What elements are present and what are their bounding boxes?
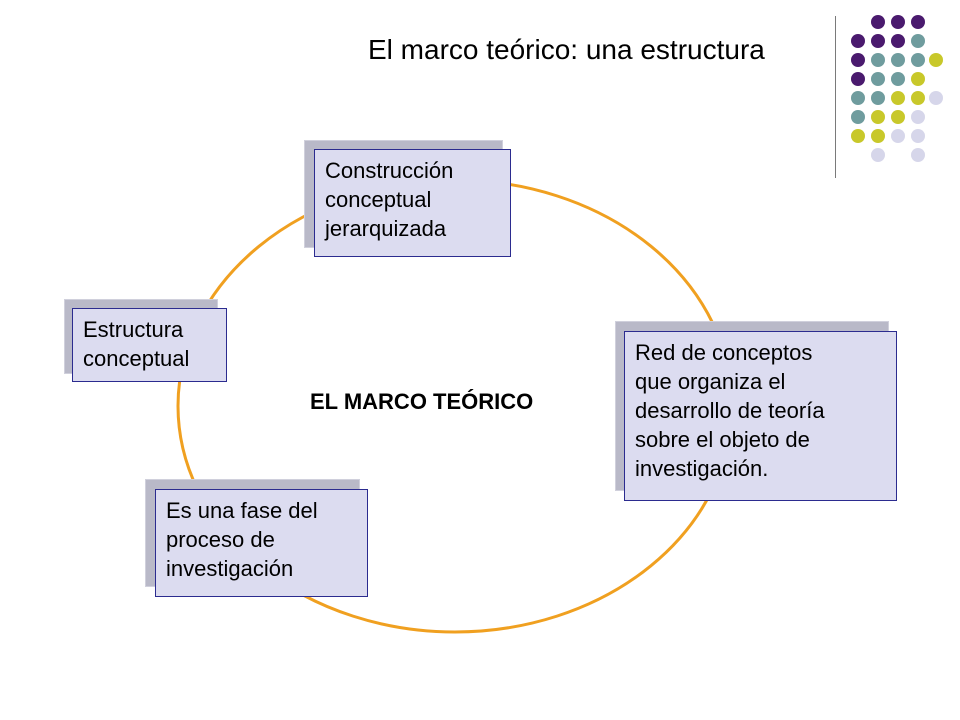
node-fase-del-proceso: Es una fase del proceso de investigación: [155, 489, 368, 597]
decor-dot: [871, 34, 885, 48]
decor-dot: [851, 129, 865, 143]
decor-dot: [911, 34, 925, 48]
decor-dot: [871, 129, 885, 143]
decor-dot: [929, 53, 943, 67]
decor-dot: [891, 129, 905, 143]
node-construccion-conceptual: Construcción conceptual jerarquizada: [314, 149, 511, 257]
decor-dot: [891, 53, 905, 67]
decor-dot: [871, 91, 885, 105]
decor-dot: [911, 129, 925, 143]
node-line: Es una fase del: [166, 498, 318, 523]
decor-dot: [911, 148, 925, 162]
decor-dot: [851, 91, 865, 105]
node-line: conceptual: [83, 346, 190, 371]
node-line: Red de conceptos: [635, 340, 813, 365]
node-line: proceso de: [166, 527, 275, 552]
decor-dot: [851, 110, 865, 124]
node-red-de-conceptos: Red de conceptos que organiza el desarro…: [624, 331, 897, 501]
node-line: que organiza el: [635, 369, 786, 394]
node-line: investigación.: [635, 456, 769, 481]
decor-dot: [891, 91, 905, 105]
decor-dot: [911, 15, 925, 29]
node-line: sobre el objeto de: [635, 427, 810, 452]
decor-dot: [871, 72, 885, 86]
node-line: jerarquizada: [325, 216, 447, 241]
decor-dot: [891, 72, 905, 86]
decor-dot: [911, 110, 925, 124]
decor-dot: [871, 53, 885, 67]
decor-dot: [891, 15, 905, 29]
decor-dot: [911, 72, 925, 86]
decor-dot: [851, 72, 865, 86]
node-line: desarrollo de teoría: [635, 398, 825, 423]
center-label: EL MARCO TEÓRICO: [310, 389, 534, 414]
decor-dot: [871, 148, 885, 162]
node-estructura-conceptual: Estructura conceptual: [72, 308, 227, 382]
decor-dot: [871, 110, 885, 124]
decor-dot: [929, 91, 943, 105]
decor-dot: [851, 53, 865, 67]
node-line: Estructura: [83, 317, 184, 342]
divider-line: [835, 16, 836, 178]
decor-dot: [891, 110, 905, 124]
slide-title: El marco teórico: una estructura: [368, 34, 765, 65]
node-line: investigación: [166, 556, 294, 581]
decor-dot: [891, 34, 905, 48]
decor-dot: [871, 15, 885, 29]
node-line: Construcción: [325, 158, 454, 183]
decor-dot: [911, 91, 925, 105]
decor-dot: [851, 34, 865, 48]
decor-dot: [911, 53, 925, 67]
node-line: conceptual: [325, 187, 432, 212]
